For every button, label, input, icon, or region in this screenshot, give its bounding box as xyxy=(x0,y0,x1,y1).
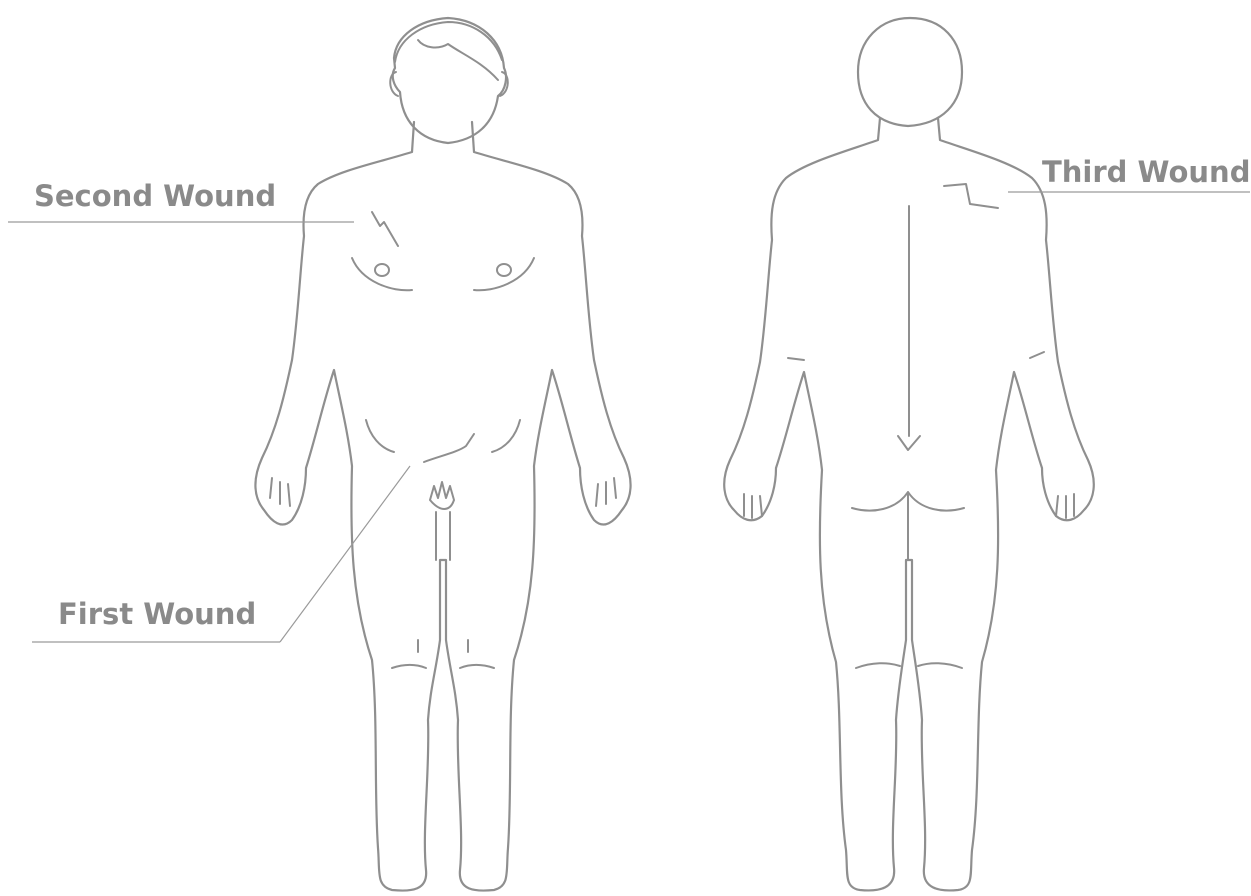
third-wound-callout: Third Wound xyxy=(1008,155,1250,192)
front-knee-right xyxy=(460,640,494,668)
front-pec-left xyxy=(352,258,412,290)
front-pec-right xyxy=(474,258,534,290)
first-wound-leader-diagonal xyxy=(280,466,410,642)
back-body-figure xyxy=(724,18,1094,890)
front-body-figure xyxy=(255,18,630,891)
front-nipple-right xyxy=(497,264,511,276)
front-nipple-left xyxy=(375,264,389,276)
back-elbow-right xyxy=(1030,352,1044,358)
back-buttocks xyxy=(852,492,964,560)
third-wound-mark xyxy=(944,184,998,208)
first-wound-mark xyxy=(424,434,474,462)
second-wound-label: Second Wound xyxy=(34,179,276,213)
back-fingers-left xyxy=(744,494,762,518)
back-head xyxy=(858,18,962,126)
back-elbow-left xyxy=(788,358,804,360)
back-knee-left xyxy=(856,663,900,668)
front-groin xyxy=(430,482,454,560)
back-fingers-right xyxy=(1056,494,1074,518)
third-wound-label: Third Wound xyxy=(1042,155,1250,189)
back-tailbone xyxy=(898,436,920,450)
front-hip-right xyxy=(492,420,520,452)
second-wound-callout: Second Wound xyxy=(8,179,354,222)
front-knee-left xyxy=(392,640,426,668)
front-hip-left xyxy=(366,420,394,452)
front-fingers-left xyxy=(270,478,290,506)
back-knee-right xyxy=(918,663,962,668)
front-body-outline xyxy=(255,122,630,891)
first-wound-label: First Wound xyxy=(58,597,256,631)
second-wound-mark xyxy=(372,212,398,246)
front-fingers-right xyxy=(596,478,616,506)
